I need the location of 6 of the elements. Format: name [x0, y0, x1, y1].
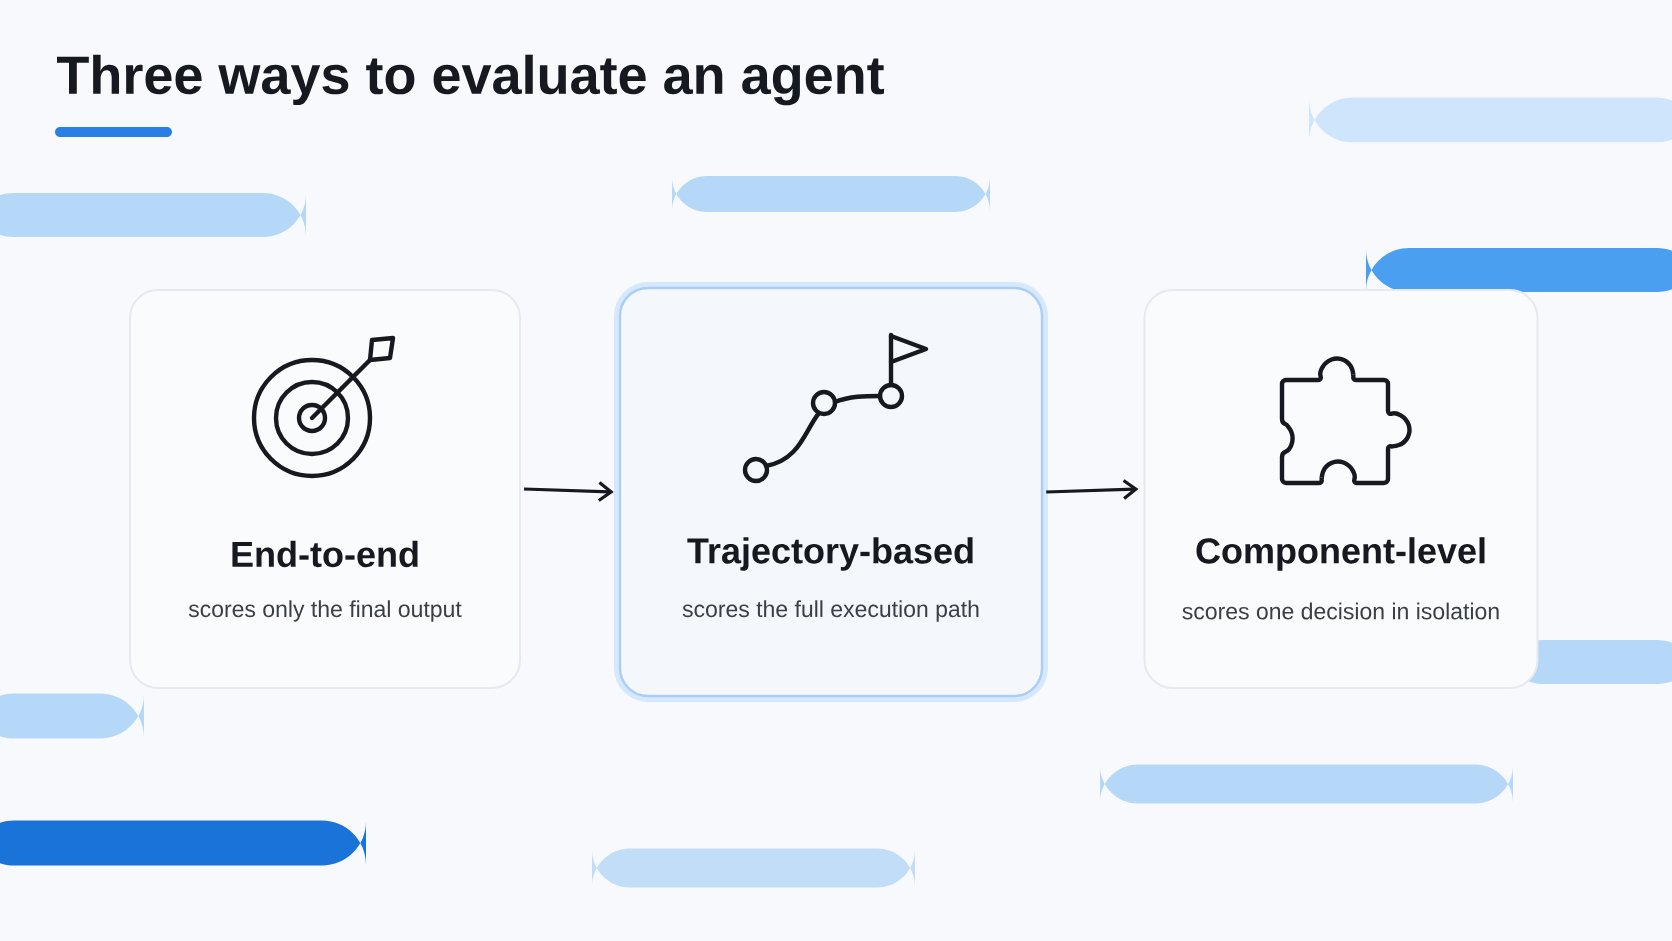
arrow [523, 481, 614, 502]
card: End-to-end scores only the final output [129, 289, 521, 689]
card: Component-level scores one decision in isolation [1143, 289, 1539, 689]
arrow [1046, 479, 1139, 500]
card: Trajectory-based scores the full execution path [614, 282, 1048, 702]
title: Three ways to evaluate an agent [57, 54, 884, 106]
